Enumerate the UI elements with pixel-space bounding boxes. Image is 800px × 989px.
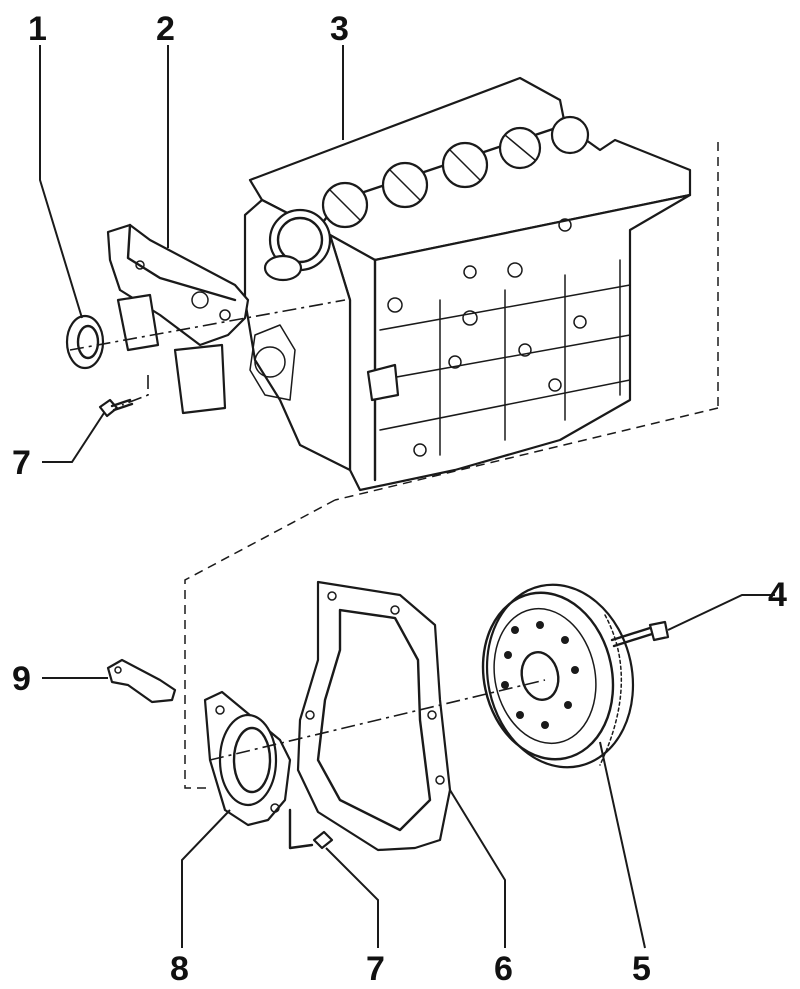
callout-6: 6 <box>494 950 513 988</box>
callout-4: 4 <box>768 576 787 614</box>
front-oil-seal <box>65 314 105 370</box>
bolt-upper <box>98 398 134 418</box>
crank-sprocket <box>263 208 332 282</box>
sensor-bracket <box>106 658 177 704</box>
callout-3: 3 <box>330 10 349 48</box>
rear-axis <box>209 679 546 761</box>
rear-seal-flange <box>203 690 292 827</box>
callout-7-upper: 7 <box>12 444 31 482</box>
callout-9: 9 <box>12 660 31 698</box>
callout-1: 1 <box>28 10 47 48</box>
assembly-frame <box>184 142 719 789</box>
intermediate-plate <box>296 580 452 852</box>
front-axis <box>69 299 346 351</box>
callout-5: 5 <box>632 950 651 988</box>
bolt-lower <box>288 808 334 850</box>
flywheel-bolt <box>610 620 670 648</box>
callout-8: 8 <box>170 950 189 988</box>
cylinder-block <box>243 76 692 492</box>
leader-lines <box>39 45 775 949</box>
flywheel <box>481 583 635 769</box>
front-bracket <box>106 223 250 415</box>
callout-2: 2 <box>156 10 175 48</box>
callout-7-lower: 7 <box>366 950 385 988</box>
crankshaft <box>288 115 590 267</box>
